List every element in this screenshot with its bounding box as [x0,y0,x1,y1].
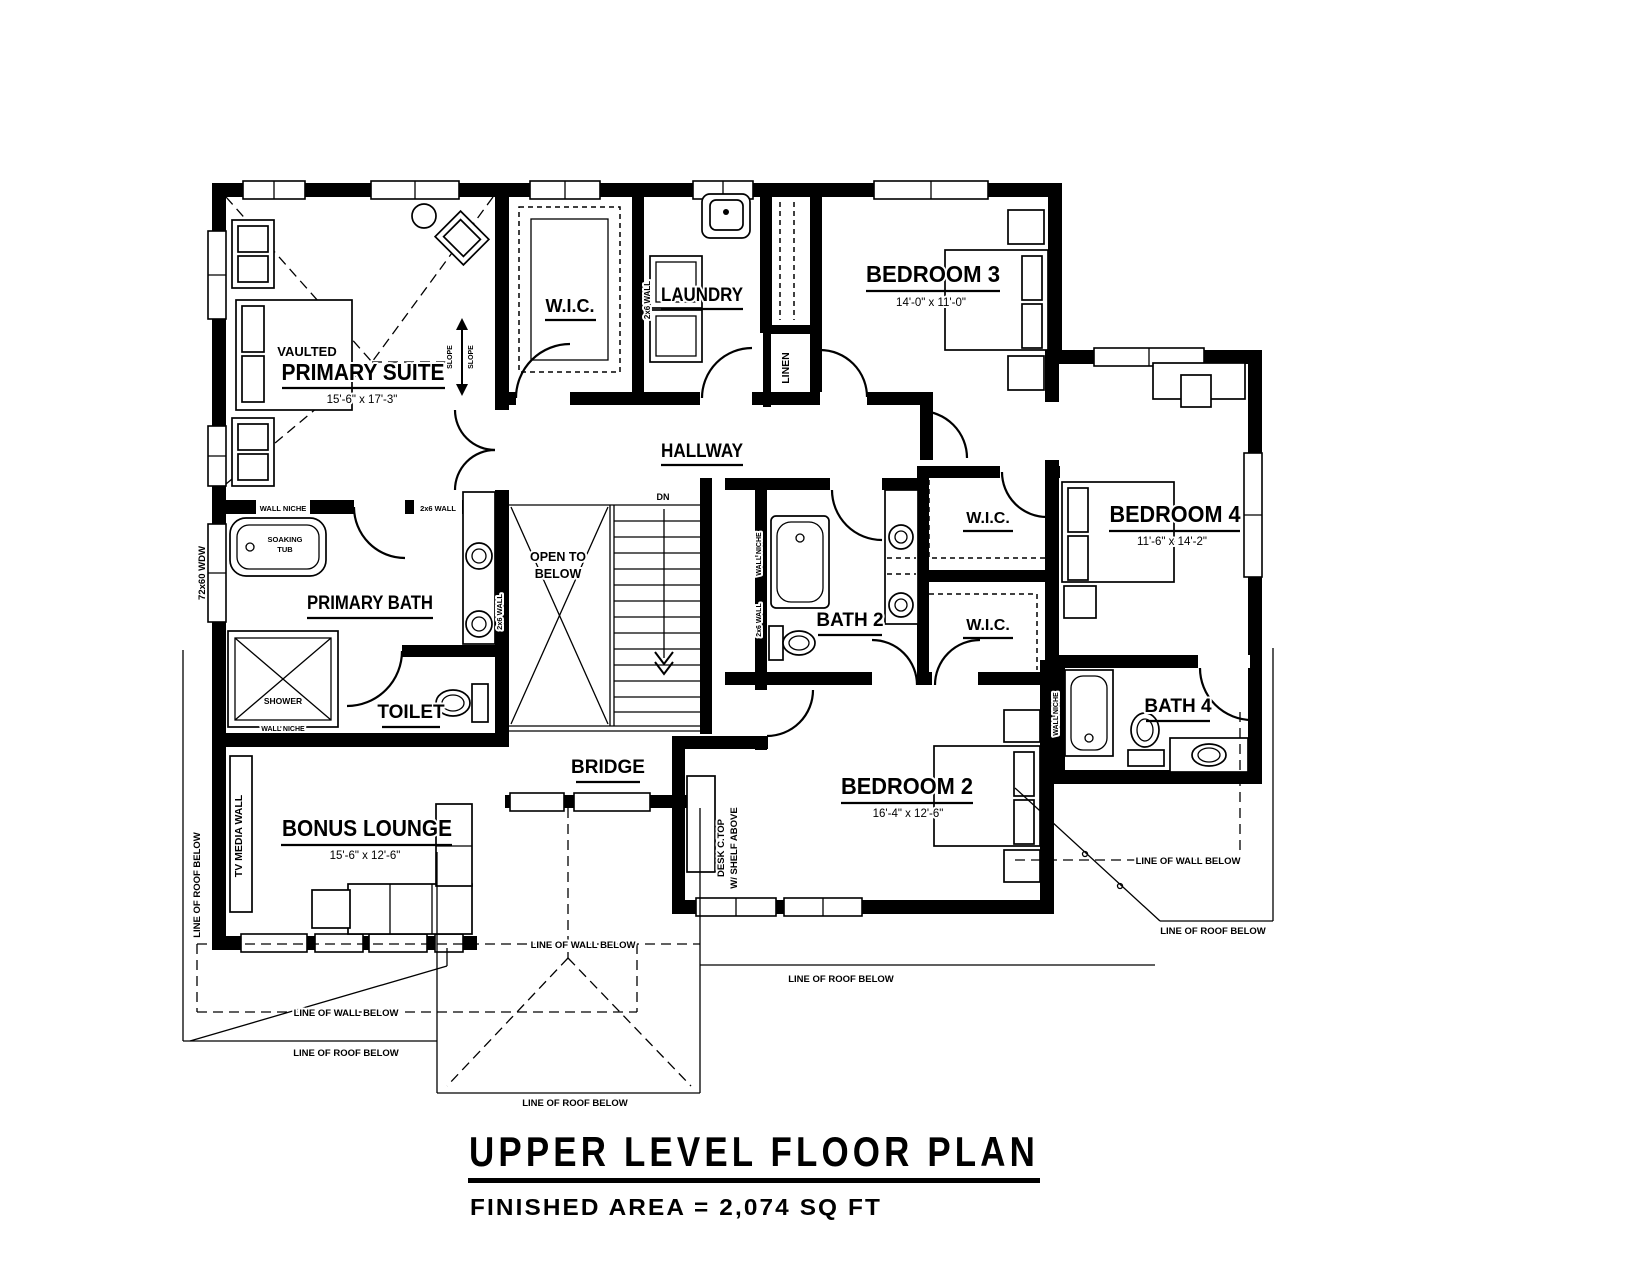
laundry-sink [709,199,744,231]
tv-media-wall-unit [229,755,253,913]
toilet-label: TOILET [377,702,445,723]
washer [649,255,703,309]
labels: VAULTED PRIMARY SUITE 15'-6" x 17'-3" W.… [190,259,1268,1111]
line-of-roof-below-3: LINE OF ROOF BELOW [788,974,894,985]
bonus-lounge-label: BONUS LOUNGE [282,815,452,841]
desk-chair [1180,374,1212,408]
line-of-roof-below-5: LINE OF ROOF BELOW [192,832,203,938]
desk-label-1: DESK C.TOP [716,818,727,877]
bath2-fixtures [768,489,919,661]
vaulted-label: VAULTED [277,344,336,359]
primary-bath-fixtures [227,491,496,728]
laundry-label: LAUNDRY [661,285,743,306]
wall-openings [256,392,1250,736]
soaking-tub-label-1: SOAKING [267,535,302,544]
bedroom3-label: BEDROOM 3 [866,261,1000,287]
shower-label: SHOWER [264,696,302,706]
title-block: UPPER LEVEL FLOOR PLAN FINISHED AREA = 2… [467,1126,1040,1222]
soaking-tub-label-2: TUB [277,545,293,554]
bedroom4-label: BEDROOM 4 [1110,501,1241,527]
stairs-dn-label: DN [657,492,670,502]
slope-label-2: SLOPE [468,345,475,369]
linen-label: LINEN [780,352,792,384]
open-to-below-x [510,506,609,725]
finished-area-label: FINISHED AREA = 2,074 SQ FT [470,1194,882,1220]
bedroom2-dims: 16'-4" x 12'-6" [873,808,944,820]
wic-shelving [928,480,1046,670]
desk [686,775,716,873]
slope-label-1: SLOPE [447,345,454,369]
bath4-label: BATH 4 [1144,696,1212,717]
desk-label-2: W/ SHELF ABOVE [729,807,740,888]
line-of-roof-below-2: LINE OF ROOF BELOW [522,1098,628,1109]
toilet-bowl [782,630,816,656]
primary-bath-label: PRIMARY BATH [307,593,433,614]
open-to-below-label-1: OPEN TO [530,550,586,564]
wall-2x6-label-d: 2x6 WALL [756,603,763,637]
toilet-tank [1127,749,1165,767]
line-of-wall-below-2: LINE OF WALL BELOW [294,1008,399,1019]
primary-suite-furniture [231,203,491,487]
wall-niche-label-c: WALL NICHE [756,532,763,576]
roof-outlines [182,648,1274,1094]
bedroom2-furniture [686,709,1041,883]
line-of-wall-below-3: LINE OF WALL BELOW [1136,856,1241,867]
sofa [347,883,473,935]
wall-niche-label-b: WALL NICHE [261,726,305,733]
ottoman [311,889,351,929]
bedroom3-dims: 14'-0" x 11'-0" [896,297,966,309]
bedroom4-dims: 11'-6" x 14'-2" [1137,536,1207,548]
bath2-label: BATH 2 [816,610,883,631]
bedroom2-label: BEDROOM 2 [841,773,973,799]
line-of-roof-below-4: LINE OF ROOF BELOW [1160,926,1266,937]
dryer [649,309,703,363]
page-title: UPPER LEVEL FLOOR PLAN [469,1128,1039,1175]
wic-b-label: W.I.C. [966,617,1010,634]
tv-media-wall-label: TV MEDIA WALL [233,794,245,877]
bonus-lounge-furniture [229,755,473,935]
wall-niche-label-a: WALL NICHE [260,504,307,513]
tub [770,515,830,609]
open-to-below-label-2: BELOW [535,567,582,581]
side-table [411,203,437,229]
stairs [509,504,712,732]
primary-suite-dims: 15'-6" x 17'-3" [327,394,398,406]
toilet-tank [768,625,784,661]
armchair [433,209,491,267]
bonus-lounge-dims: 15'-6" x 12'-6" [330,850,401,862]
toilet-tank [471,683,489,723]
toilet-bowl [435,689,471,717]
laundry-fixtures [649,193,795,363]
bedroom4-furniture [1061,362,1246,619]
wic-primary-label: W.I.C. [546,296,595,316]
bridge-label: BRIDGE [571,757,645,778]
bath4-fixtures [1064,669,1249,773]
slope-arrow [456,318,468,396]
line-of-wall-below-1: LINE OF WALL BELOW [531,940,636,951]
soaking-tub [229,517,327,577]
toilet-bowl [1130,712,1160,748]
wall-2x6-label-a: 2x6 WALL [420,504,456,513]
wall-2x6-label-b: 2x6 WALL [643,281,652,319]
wdw-label: 72x60 WDW [197,546,208,600]
bedroom3-furniture [944,209,1049,391]
wic-a-label: W.I.C. [966,510,1010,527]
wic-primary-shelving [518,206,621,373]
primary-suite-label: PRIMARY SUITE [282,359,445,385]
wall-niche-label-d: WALL NICHE [1053,692,1060,736]
windows [207,180,1263,953]
wall-2x6-label-c: 2x6 WALL [495,594,504,630]
line-of-roof-below-1: LINE OF ROOF BELOW [293,1048,399,1059]
hallway-label: HALLWAY [661,441,743,462]
